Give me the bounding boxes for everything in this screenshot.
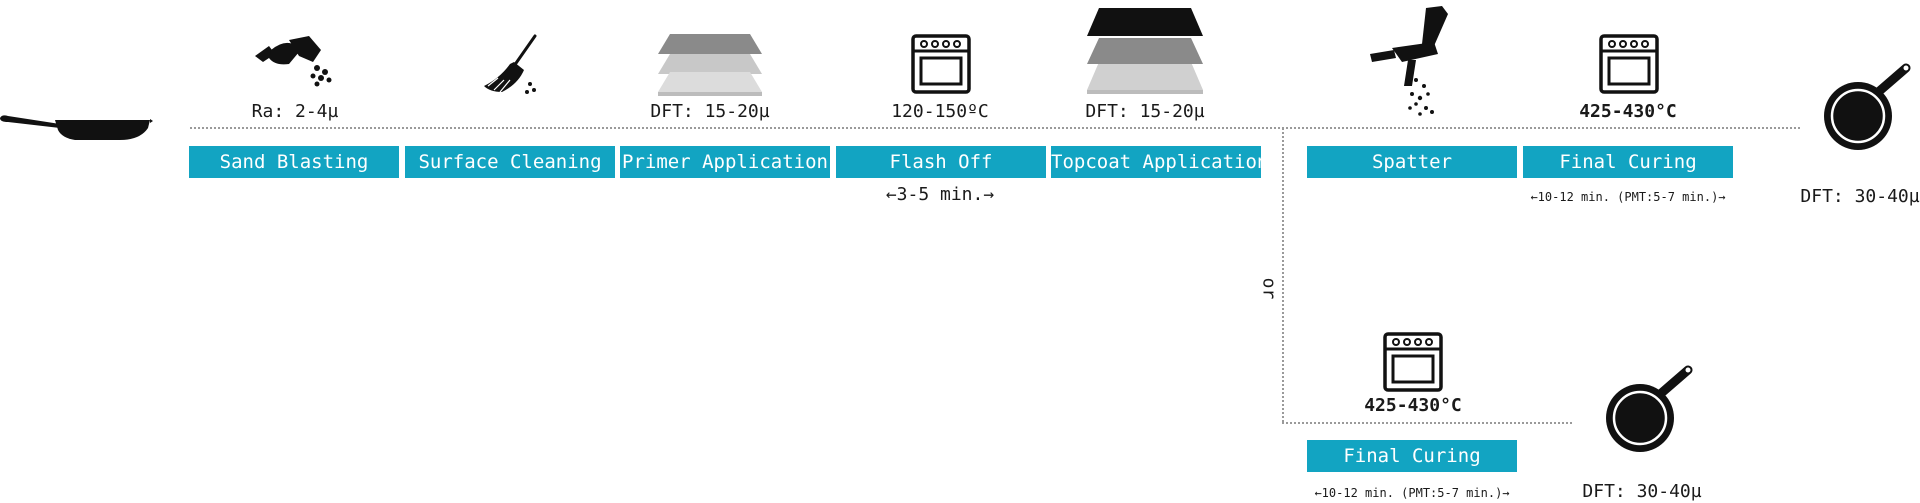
primer-layers-icon bbox=[658, 34, 762, 96]
cure-time-bottom-value: ←10-12 min. (PMT:5-7 min.)→ bbox=[1314, 486, 1510, 500]
pan-top-view-icon bbox=[1824, 63, 1911, 150]
oven-icon bbox=[1383, 332, 1443, 392]
primer-dft-value: DFT: 15-20µ bbox=[650, 101, 770, 122]
sand-blaster-icon bbox=[255, 36, 332, 87]
branch-line-bottom bbox=[1282, 422, 1572, 424]
step-sand-blasting: Sand Blasting bbox=[189, 146, 399, 178]
oven-icon bbox=[911, 34, 971, 94]
step-flash-off: Flash Off bbox=[836, 146, 1046, 178]
step-spatter: Spatter bbox=[1307, 146, 1517, 178]
process-line bbox=[190, 127, 1800, 129]
flash-temp-value: 120-150ºC bbox=[891, 101, 989, 122]
spray-gun-icon bbox=[1370, 6, 1448, 116]
frying-pan-icon bbox=[0, 115, 153, 140]
topcoat-dft-value: DFT: 15-20µ bbox=[1085, 101, 1205, 122]
oven-icon bbox=[1599, 34, 1659, 94]
step-surface-cleaning: Surface Cleaning bbox=[405, 146, 615, 178]
flash-time-value: ←3-5 min.→ bbox=[885, 184, 995, 205]
branch-line bbox=[1282, 128, 1284, 422]
step-final-curing-bottom: Final Curing bbox=[1307, 440, 1517, 472]
step-final-curing-top: Final Curing bbox=[1523, 146, 1733, 178]
roughness-value: Ra: 2-4µ bbox=[251, 101, 339, 122]
final-dft-bottom-value: DFT: 30-40µ bbox=[1582, 481, 1702, 502]
cure-temp-top-value: 425-430°C bbox=[1579, 101, 1677, 122]
cure-time-top-value: ←10-12 min. (PMT:5-7 min.)→ bbox=[1530, 190, 1726, 204]
final-dft-top-value: DFT: 30-40µ bbox=[1800, 186, 1920, 207]
pan-top-view-icon bbox=[1606, 365, 1693, 452]
cure-temp-bottom-value: 425-430°C bbox=[1364, 395, 1462, 416]
branch-label: or bbox=[1258, 277, 1280, 300]
step-topcoat-application: Topcoat Application bbox=[1051, 146, 1261, 178]
step-primer-application: Primer Application bbox=[620, 146, 830, 178]
topcoat-layers-icon bbox=[1087, 8, 1203, 94]
broom-icon bbox=[484, 34, 537, 94]
